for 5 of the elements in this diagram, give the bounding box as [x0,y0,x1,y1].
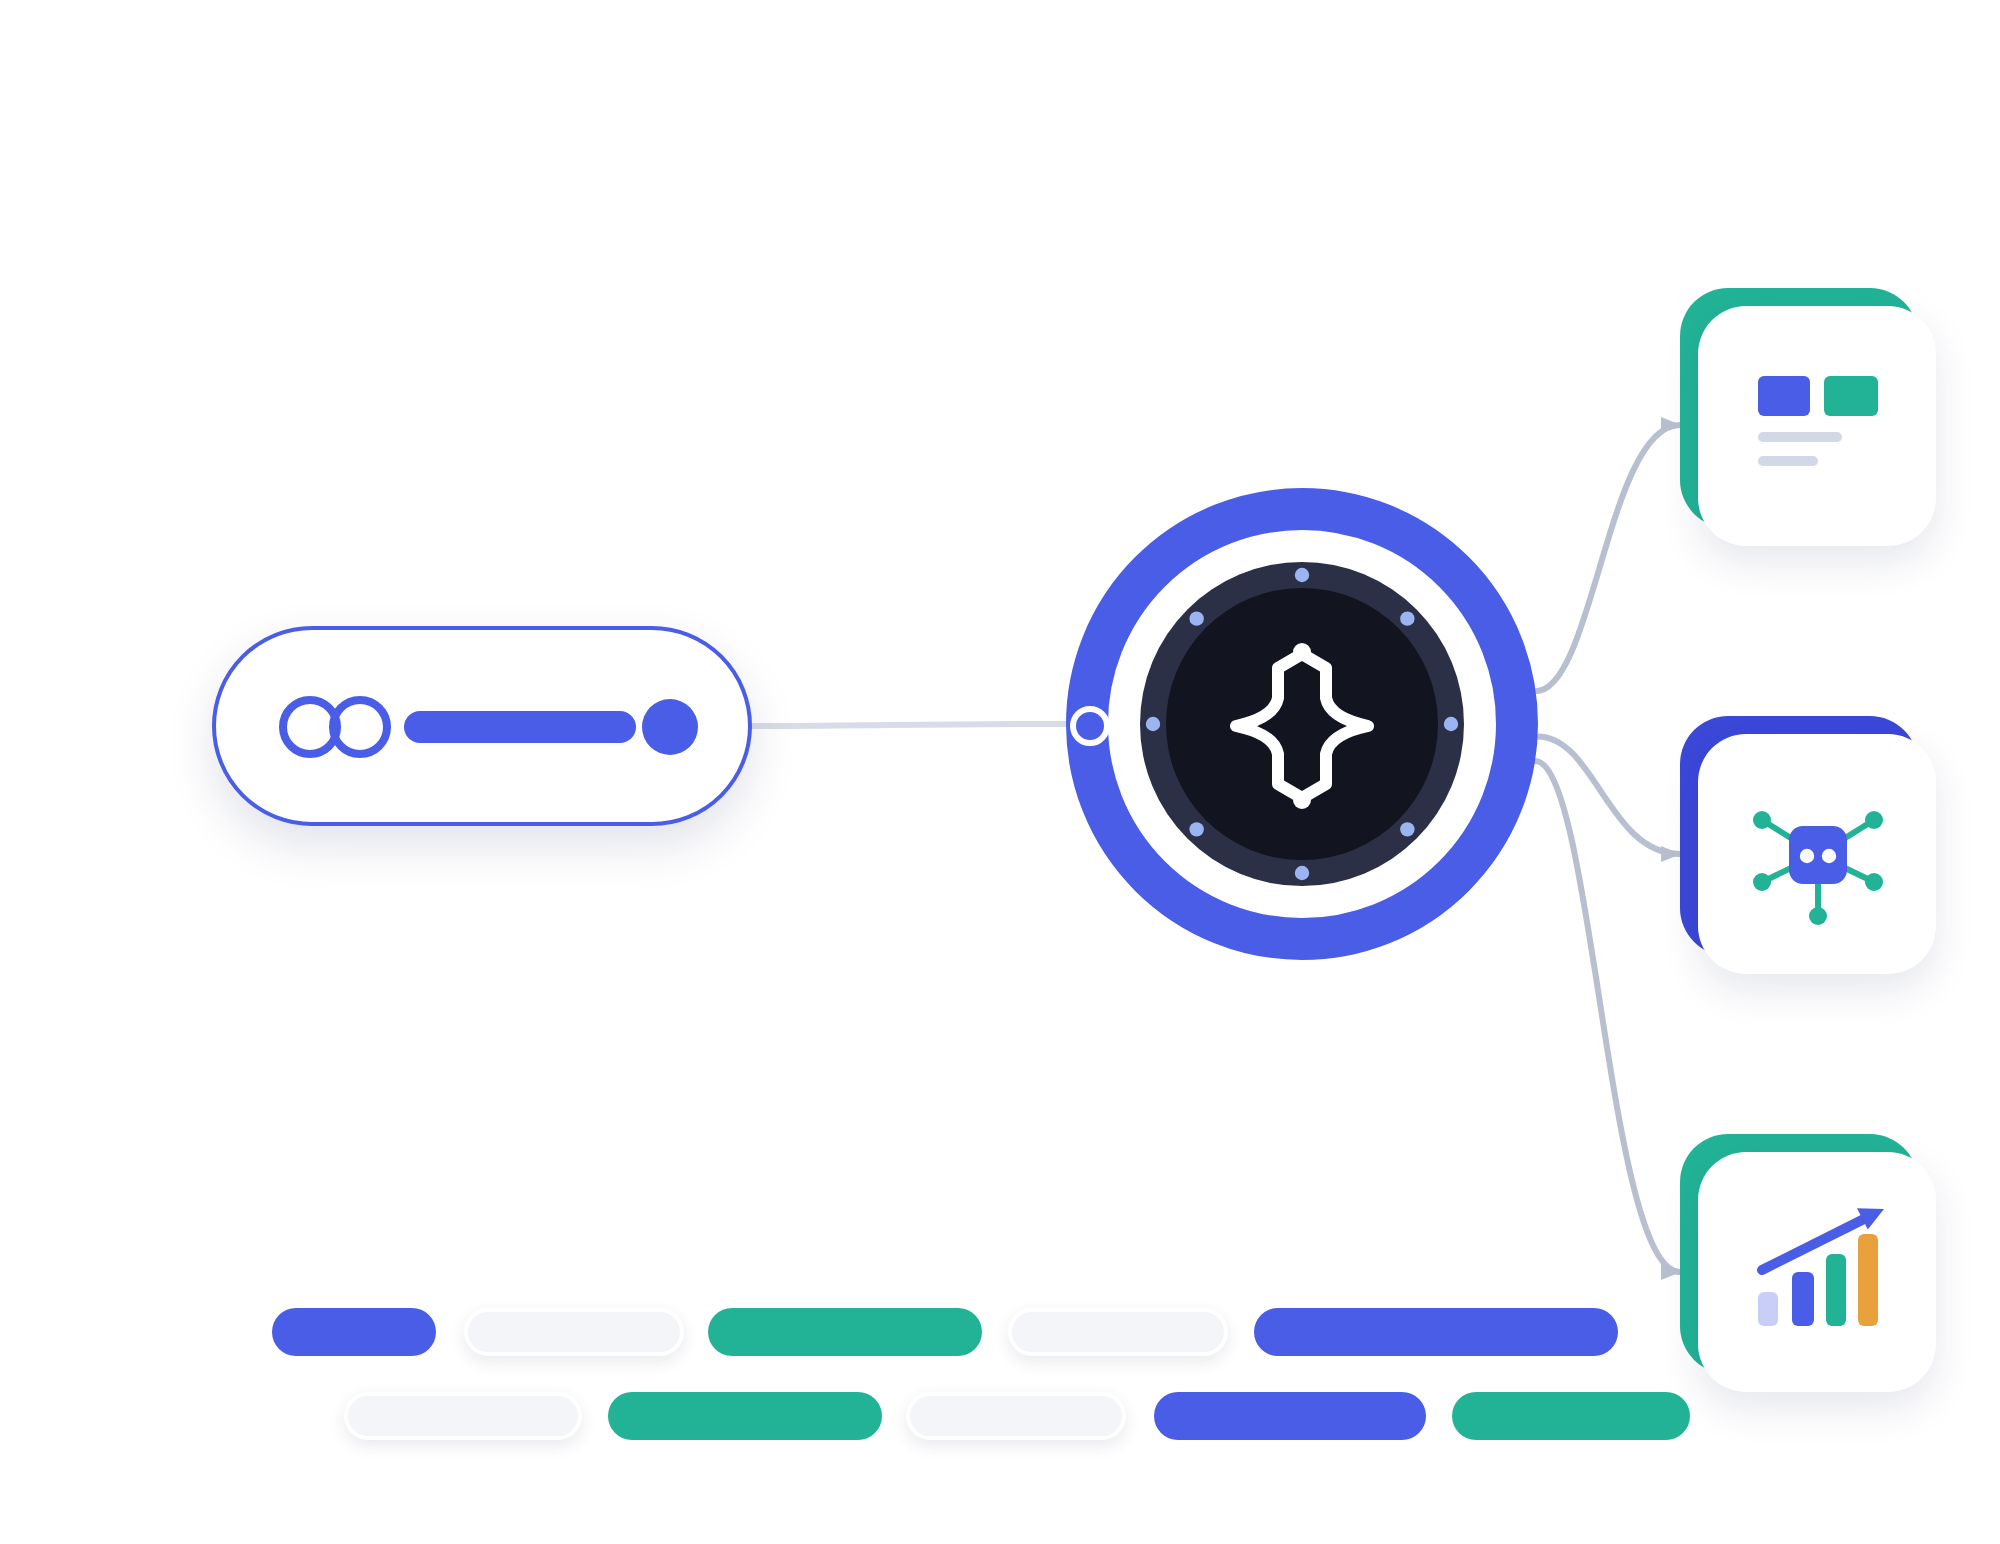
card [1680,1134,1936,1394]
card [1680,716,1936,976]
arrow [1534,733,1683,860]
card [1680,288,1936,546]
connector-line [749,721,1069,729]
